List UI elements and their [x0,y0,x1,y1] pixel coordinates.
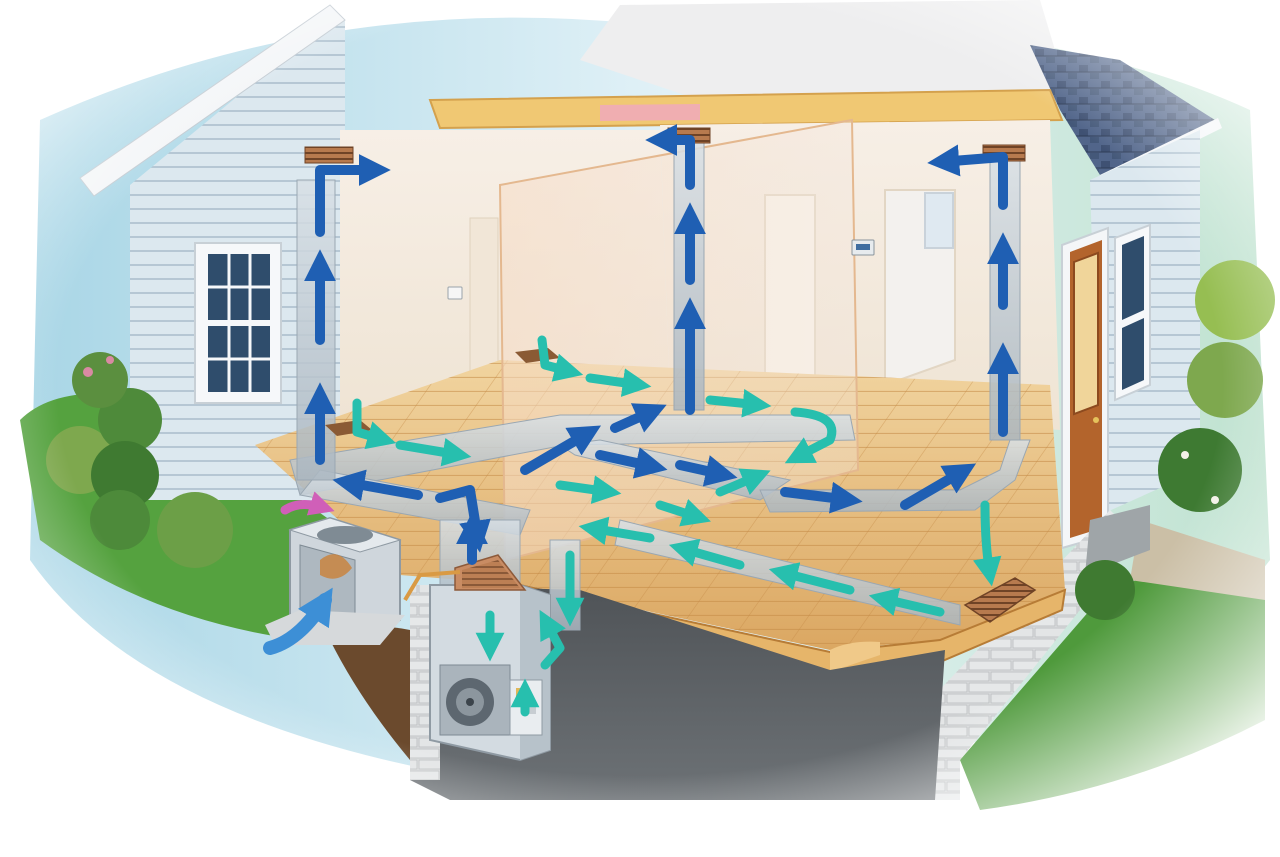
illustration-canvas [0,0,1280,857]
hvac-house-cutaway [0,0,1280,857]
edge-vignette [0,0,1280,857]
